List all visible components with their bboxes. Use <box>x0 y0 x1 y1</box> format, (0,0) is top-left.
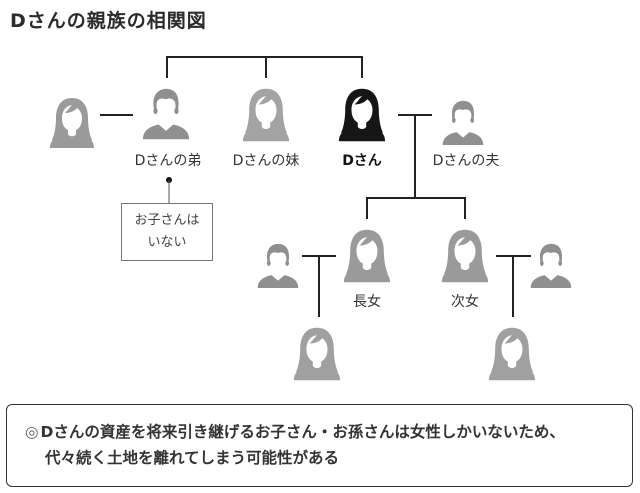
label-second-daughter: 次女 <box>451 294 479 310</box>
female-person-icon <box>50 98 94 148</box>
label-d: Dさん <box>342 153 382 169</box>
double-circle-icon: ◎ <box>25 423 39 441</box>
female-person-icon <box>488 327 536 381</box>
summary-line-1: ◎Dさんの資産を将来引き継げるお子さん・お孫さんは女性しかいないため、 <box>25 419 620 445</box>
label-sister: Dさんの妹 <box>232 153 300 169</box>
male-person-icon <box>530 243 572 288</box>
male-person-icon <box>442 100 484 145</box>
summary-box: ◎Dさんの資産を将来引き継げるお子さん・お孫さんは女性しかいないため、 代々続く… <box>6 404 633 487</box>
female-person-icon <box>293 327 341 381</box>
brother-note-box: お子さんは いない <box>121 203 213 261</box>
note-line-1: お子さんは <box>134 213 200 228</box>
male-person-icon <box>257 243 299 288</box>
female-person-icon <box>343 229 391 283</box>
label-brother: Dさんの弟 <box>134 153 202 169</box>
d-person-icon <box>338 88 386 142</box>
label-eldest-daughter: 長女 <box>353 294 381 310</box>
female-person-icon <box>441 229 489 283</box>
summary-text-1: Dさんの資産を将来引き継げるお子さん・お孫さんは女性しかいないため、 <box>40 423 565 441</box>
label-husband: Dさんの夫 <box>432 153 500 169</box>
female-person-icon <box>242 88 290 142</box>
summary-line-2: 代々続く土地を離れてしまう可能性がある <box>45 449 340 467</box>
male-person-icon <box>142 88 190 140</box>
page-title: Dさんの親族の相関図 <box>10 10 207 32</box>
note-line-2: いない <box>147 235 187 250</box>
